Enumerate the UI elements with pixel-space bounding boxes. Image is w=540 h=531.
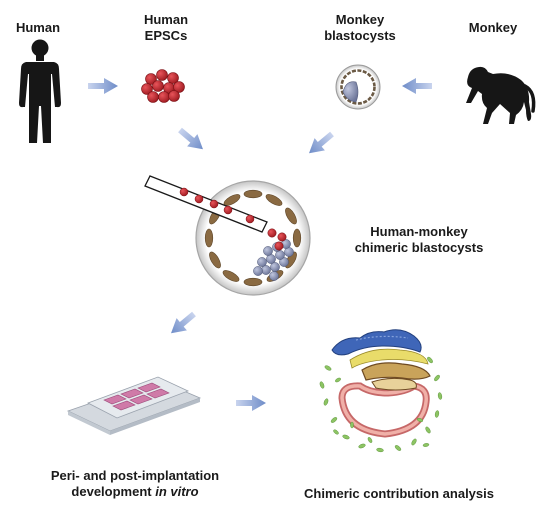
label-monkey-blastocysts-line1: Monkey (335, 12, 385, 27)
label-development-line1: Peri- and post-implantation (50, 468, 220, 483)
label-chimeric-line1: Human-monkey (370, 224, 468, 239)
label-development-line2-italic: in vitro (155, 484, 199, 499)
label-monkey: Monkey (468, 20, 518, 35)
culture-wells (103, 382, 170, 411)
label-monkey-blastocysts-line2: blastocysts (324, 28, 396, 43)
human-epscs-cluster (141, 69, 185, 103)
label-human-epscs-line2: EPSCs (144, 28, 188, 43)
arrow-chimera-to-culture (165, 307, 200, 340)
arrow-epscs-to-chimera (174, 123, 209, 156)
human-silhouette-icon (19, 39, 61, 143)
arrow-monkey-to-blastocyst (402, 78, 432, 94)
culture-dish (66, 376, 202, 435)
label-development-line2-prefix: development (71, 484, 156, 499)
green-cells (319, 356, 443, 453)
label-human-epscs: Human EPSCs (130, 12, 202, 44)
label-chimeric-blastocysts: Human-monkey chimeric blastocysts (344, 224, 494, 256)
label-analysis: Chimeric contribution analysis (304, 486, 494, 501)
label-development: Peri- and post-implantation development … (40, 468, 230, 500)
post-implantation-embryo (319, 329, 443, 453)
label-human: Human (15, 20, 61, 35)
injection-pipette (144, 175, 268, 233)
label-development-line2: development in vitro (40, 484, 230, 500)
arrow-human-to-epscs (88, 78, 118, 94)
arrow-culture-to-analysis (236, 395, 266, 411)
label-monkey-blastocysts: Monkey blastocysts (312, 12, 408, 44)
label-human-epscs-line1: Human (143, 12, 189, 27)
monkey-silhouette-icon (466, 66, 536, 124)
chimeric-blastocyst (195, 180, 311, 296)
injected-human-cells (267, 228, 287, 251)
monkey-icm-cells (253, 239, 294, 281)
arrow-blastocyst-to-chimera (303, 127, 338, 160)
monkey-blastocyst (335, 64, 381, 110)
label-chimeric-line2: chimeric blastocysts (354, 240, 484, 255)
